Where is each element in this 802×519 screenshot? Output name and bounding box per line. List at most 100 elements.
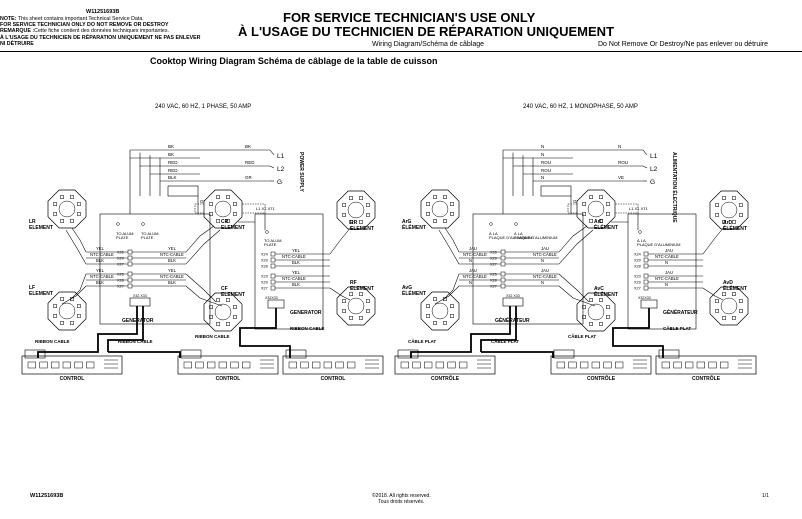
element-terminal — [722, 292, 726, 296]
wire-color: BLK — [292, 282, 300, 287]
control-board — [282, 355, 384, 375]
connector-id: X27 — [634, 287, 641, 291]
element-label: ArD — [723, 220, 733, 226]
connector-id: X28 — [634, 265, 641, 269]
ribbon-label: CÂBLE PLAT — [663, 325, 691, 331]
terminal-ring — [141, 222, 145, 226]
element-terminal — [450, 212, 454, 216]
element-terminal — [715, 203, 719, 207]
control-label: CONTRÔLE — [692, 374, 721, 382]
wire-color: NTC-CÂBLE — [533, 252, 557, 257]
footer-doc-number: W11251693B — [30, 493, 64, 499]
control-chip — [447, 361, 456, 369]
element-terminal — [226, 322, 230, 326]
wire — [269, 165, 275, 169]
note-label: REMARQUE : — [0, 28, 35, 35]
element-label: AvG — [402, 285, 412, 291]
wire — [107, 306, 144, 352]
terminal-ring — [489, 222, 493, 226]
wire-color: N — [469, 280, 472, 285]
element-terminal — [53, 202, 57, 206]
element-terminal — [582, 315, 586, 319]
connector-id: X29 — [634, 259, 641, 263]
element-terminal — [599, 298, 603, 302]
control-label: CONTRÔLE — [431, 374, 460, 382]
connector-id: X29 — [117, 257, 124, 261]
wire-color: JAU — [665, 248, 673, 253]
connector-id: X27 — [117, 285, 124, 289]
generator-frame — [472, 213, 584, 325]
terminal-id: L1 X1 XT1 — [256, 206, 276, 211]
connector-id: X25 — [490, 273, 497, 277]
wire — [480, 306, 517, 352]
wire — [329, 287, 351, 301]
element-terminal — [599, 219, 603, 223]
wire-color: NTC-CABLE — [160, 274, 184, 279]
element-terminal — [715, 213, 719, 217]
control-chip — [323, 361, 332, 369]
element-terminal — [366, 309, 370, 313]
ribbon-label: RIBBON CABLE — [195, 334, 230, 339]
line-label: L2 — [650, 166, 658, 173]
element-label: ELEMENT — [221, 225, 245, 231]
connector-pin — [643, 285, 649, 291]
element-terminal — [739, 213, 743, 217]
element-terminal — [53, 314, 57, 318]
connector-pin — [127, 249, 133, 255]
element-terminal — [359, 292, 363, 296]
generator-label: GENERATOR — [290, 310, 322, 316]
heating-element-outline — [709, 190, 749, 230]
ribbon-connector — [658, 349, 680, 359]
wire-color: NTC-CABLE — [90, 274, 114, 279]
note-text: This sheet contains important Technical … — [16, 16, 144, 22]
heating-element-outline — [203, 189, 243, 229]
wire-color: YEL — [292, 270, 301, 275]
wire — [108, 351, 181, 358]
wire-color: BLK — [96, 280, 104, 285]
wire-color: GR — [245, 175, 253, 180]
element-terminal — [226, 195, 230, 199]
connector-pin — [500, 249, 506, 255]
connector-id: X27 — [261, 287, 268, 291]
control-chip — [74, 361, 83, 369]
plate-label: À LA — [489, 231, 498, 236]
line-label: G — [277, 179, 282, 186]
wire-color: BLK — [292, 260, 300, 265]
connector-pin — [127, 255, 133, 261]
control-chip — [568, 361, 577, 369]
element-center — [587, 303, 605, 321]
wire-color: RED — [168, 160, 178, 165]
generator-label: GÉNÉRATEUR — [495, 316, 530, 324]
control-chip — [242, 361, 251, 369]
element-terminal — [209, 202, 213, 206]
element-terminal — [70, 195, 74, 199]
control-chip — [603, 361, 612, 369]
wire — [61, 285, 87, 305]
wire — [442, 273, 460, 301]
plate-label: TO ALUM. — [264, 238, 283, 243]
control-chip — [51, 361, 60, 369]
element-terminal — [216, 298, 220, 302]
copyright-fr: Tous droits réservés. — [378, 499, 425, 505]
element-terminal — [722, 196, 726, 200]
element-terminal — [599, 195, 603, 199]
control-board — [655, 355, 757, 375]
control-chip — [39, 361, 48, 369]
line-label: G — [650, 179, 655, 186]
element-label: ELEMENT — [350, 226, 374, 232]
wire-color: JAU — [541, 268, 549, 273]
line-label: L1 — [277, 153, 285, 160]
element-terminal — [450, 314, 454, 318]
control-chip — [661, 361, 670, 369]
element-terminal — [443, 195, 447, 199]
generator-connector — [640, 299, 658, 309]
element-terminal — [443, 321, 447, 325]
ribbon-label: CÂBLE PLAT — [568, 333, 596, 339]
element-terminal — [606, 212, 610, 216]
element-terminal — [226, 298, 230, 302]
wire-color: N — [541, 258, 544, 263]
element-terminal — [359, 220, 363, 224]
wire-color: N — [665, 260, 668, 265]
power-supply-label: ALIMENTATION ÉLECTRIQUE — [671, 152, 679, 223]
